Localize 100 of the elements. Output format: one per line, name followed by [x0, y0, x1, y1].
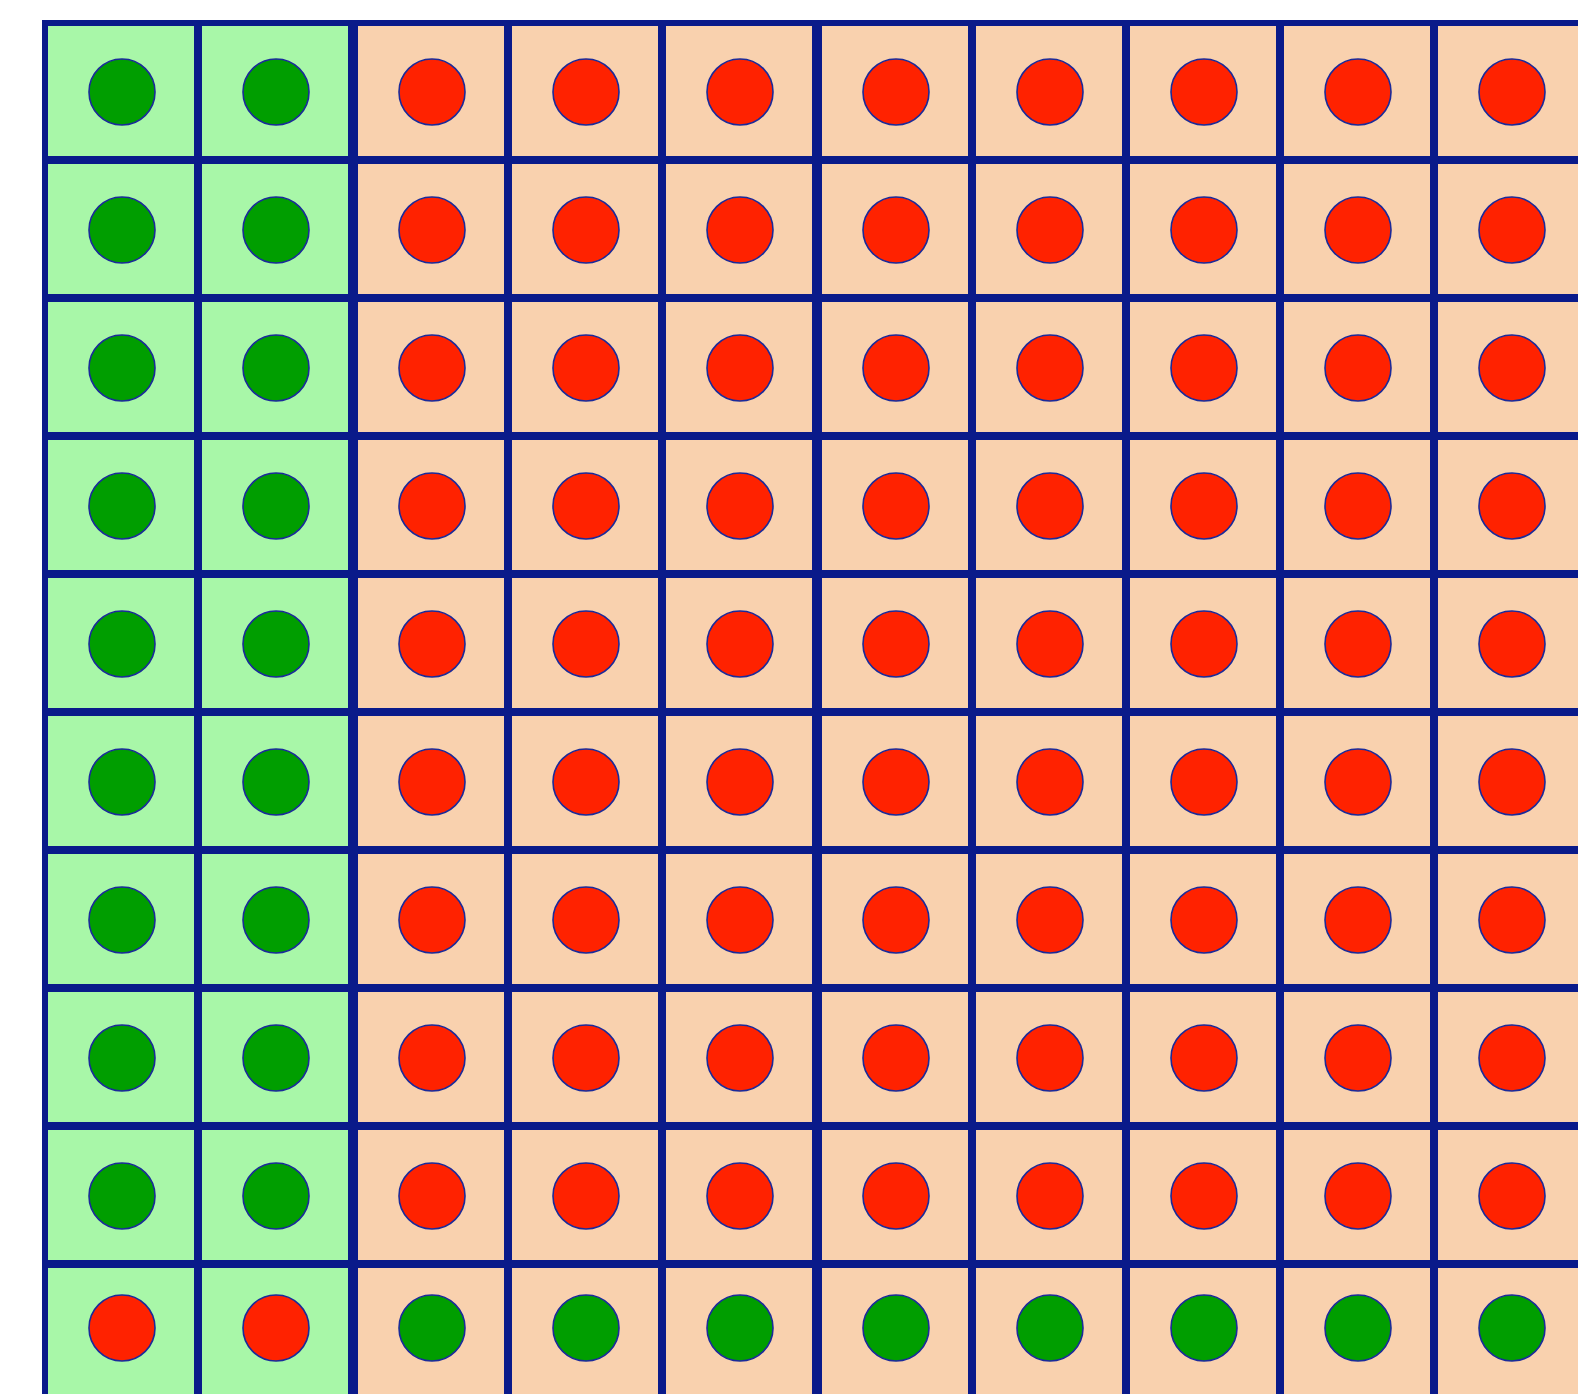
dot: [398, 1294, 466, 1362]
grid-cell: [196, 434, 354, 576]
dot: [398, 610, 466, 678]
grid-cell: [1124, 572, 1282, 714]
dot: [1478, 1024, 1546, 1092]
grid-cell: [816, 986, 974, 1128]
grid-cell: [352, 434, 510, 576]
dot: [706, 1162, 774, 1230]
grid-cell: [196, 1124, 354, 1266]
grid-cell: [1432, 434, 1578, 576]
grid-cell: [42, 1124, 200, 1266]
dot: [1016, 58, 1084, 126]
dot: [1324, 1294, 1392, 1362]
grid-cell: [660, 848, 818, 990]
dot: [398, 1162, 466, 1230]
dot: [706, 886, 774, 954]
dot: [88, 472, 156, 540]
dot: [1016, 1294, 1084, 1362]
dot: [1478, 334, 1546, 402]
grid-cell: [352, 1262, 510, 1394]
dot: [1478, 196, 1546, 264]
grid-cell: [660, 158, 818, 300]
dot: [1324, 196, 1392, 264]
dot: [862, 886, 930, 954]
dot: [1016, 472, 1084, 540]
grid-cell: [42, 296, 200, 438]
dot: [1324, 886, 1392, 954]
grid-cell: [196, 158, 354, 300]
grid-cell: [660, 434, 818, 576]
grid-cell: [816, 572, 974, 714]
grid-cell: [42, 20, 200, 162]
grid-cell: [1432, 158, 1578, 300]
dot: [1324, 1024, 1392, 1092]
grid-cell: [196, 848, 354, 990]
grid-cell: [42, 710, 200, 852]
grid-cell: [1124, 1124, 1282, 1266]
dot: [242, 610, 310, 678]
dot: [862, 748, 930, 816]
grid-cell: [506, 710, 664, 852]
grid-cell: [352, 710, 510, 852]
grid-cell: [1278, 434, 1436, 576]
dot: [552, 610, 620, 678]
dot: [706, 1024, 774, 1092]
dot: [552, 196, 620, 264]
dot: [1478, 886, 1546, 954]
grid-cell: [660, 572, 818, 714]
dot: [1324, 58, 1392, 126]
grid-cell: [42, 572, 200, 714]
grid-cell: [816, 710, 974, 852]
dot: [1016, 886, 1084, 954]
grid-cell: [1124, 710, 1282, 852]
grid-cell: [1124, 986, 1282, 1128]
grid-cell: [660, 710, 818, 852]
dot: [706, 196, 774, 264]
dot: [1170, 196, 1238, 264]
dot: [1324, 1162, 1392, 1230]
grid-cell: [1432, 1262, 1578, 1394]
grid-cell: [1278, 296, 1436, 438]
grid-cell: [660, 20, 818, 162]
dot: [398, 1024, 466, 1092]
grid-cell: [970, 20, 1128, 162]
grid-cell: [660, 296, 818, 438]
grid-cell: [1432, 848, 1578, 990]
dot: [862, 1162, 930, 1230]
grid-cell: [660, 1262, 818, 1394]
dot: [552, 1024, 620, 1092]
grid-cell: [1432, 296, 1578, 438]
grid-cell: [970, 710, 1128, 852]
grid-cell: [1278, 986, 1436, 1128]
dot: [242, 1024, 310, 1092]
grid-cell: [1278, 1262, 1436, 1394]
grid-cell: [352, 296, 510, 438]
dot: [88, 1162, 156, 1230]
dot: [398, 886, 466, 954]
grid-cell: [1278, 848, 1436, 990]
dot: [706, 748, 774, 816]
dot: [706, 58, 774, 126]
grid-cell: [816, 1124, 974, 1266]
dot: [706, 334, 774, 402]
dot: [1170, 1162, 1238, 1230]
dot: [88, 196, 156, 264]
dot: [1016, 1024, 1084, 1092]
dot: [1324, 748, 1392, 816]
grid-cell: [970, 986, 1128, 1128]
grid-cell: [506, 20, 664, 162]
dot: [242, 334, 310, 402]
dot: [1170, 886, 1238, 954]
grid-cell: [1278, 710, 1436, 852]
dot: [242, 748, 310, 816]
dot: [1170, 334, 1238, 402]
dot: [398, 196, 466, 264]
dot: [1016, 196, 1084, 264]
grid-cell: [196, 296, 354, 438]
grid-cell: [42, 848, 200, 990]
dot: [88, 58, 156, 126]
dot: [706, 472, 774, 540]
grid-cell: [506, 1262, 664, 1394]
grid-cell: [970, 848, 1128, 990]
dot: [88, 1024, 156, 1092]
dot: [1324, 472, 1392, 540]
